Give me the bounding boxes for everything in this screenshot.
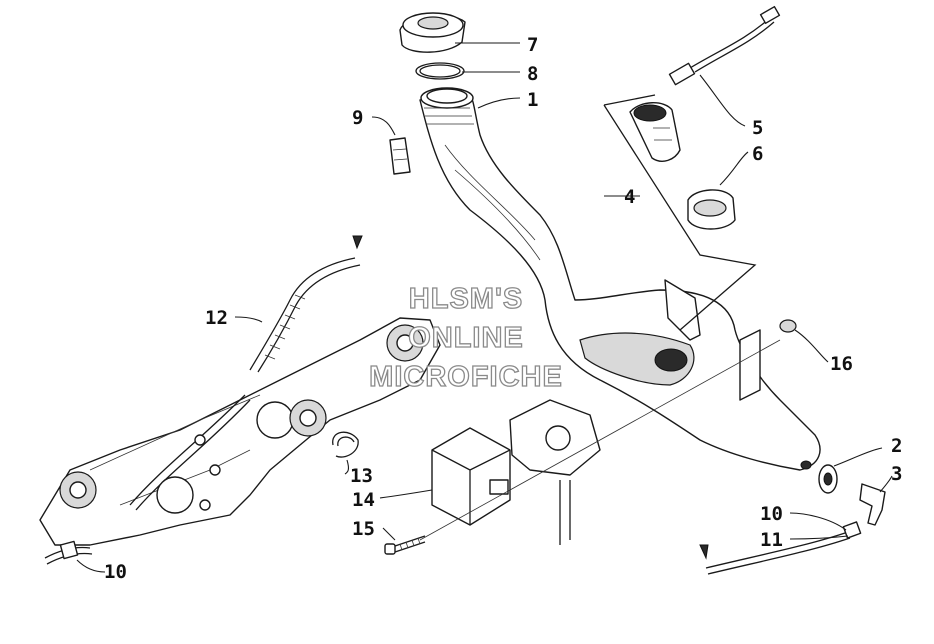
callout-1: 1: [527, 89, 538, 111]
callout-10-right: 10: [760, 503, 783, 525]
fuel-sender: [629, 5, 781, 162]
callout-12: 12: [205, 307, 228, 329]
callout-15: 15: [352, 518, 375, 540]
frame-bracket: [39, 317, 441, 546]
callout-7: 7: [527, 34, 538, 56]
retaining-ring: [332, 431, 359, 458]
elbow-fitting: [859, 483, 886, 526]
fuel-line-right: [699, 521, 862, 575]
group-bracket-4: [603, 94, 757, 331]
callout-9: 9: [352, 107, 363, 129]
callout-3: 3: [891, 463, 902, 485]
fuel-line-left: [44, 540, 93, 565]
vent-hose: [249, 235, 363, 373]
decal: [389, 137, 411, 175]
callout-13: 13: [350, 465, 373, 487]
callout-16: 16: [830, 353, 853, 375]
sprocket-middle: [289, 399, 327, 437]
leader-lines: [76, 42, 893, 573]
callout-10-left: 10: [104, 561, 127, 583]
callout-8: 8: [527, 63, 538, 85]
sprocket-left: [59, 471, 97, 509]
callout-labels: 7 8 1 9 5 6 4 12 16 2 3 13 14 15 10 11 1…: [104, 34, 902, 583]
watermark-line-2: ONLINE: [408, 322, 524, 354]
callout-14: 14: [352, 489, 375, 511]
watermark-line-1: HLSM'S: [409, 283, 523, 315]
callout-6: 6: [752, 143, 763, 165]
screw: [384, 535, 426, 555]
callout-2: 2: [891, 435, 902, 457]
sprocket-right: [386, 324, 424, 362]
fuel-cap: [399, 12, 466, 53]
grommet: [818, 464, 838, 494]
relay-box: [431, 427, 511, 526]
callout-4: 4: [624, 186, 635, 208]
callout-11: 11: [760, 529, 783, 551]
sender-grommet: [687, 189, 736, 230]
o-ring: [415, 62, 465, 80]
watermark-line-3: MICROFICHE: [369, 361, 563, 393]
fuel-tank: [419, 87, 821, 471]
watermark: HLSM'S ONLINE MICROFICHE: [369, 282, 563, 393]
nut: [779, 319, 797, 333]
projection-line: [419, 339, 781, 541]
callout-5: 5: [752, 117, 763, 139]
carb-assembly: [509, 399, 601, 545]
